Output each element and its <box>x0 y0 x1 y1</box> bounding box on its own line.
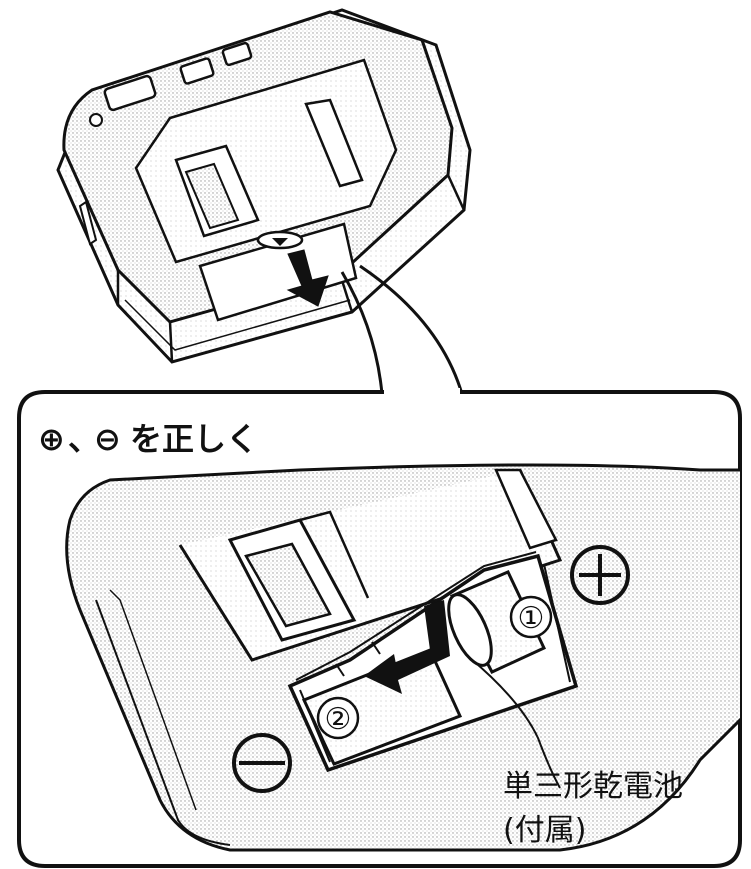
battery-slot-1-label: ① <box>518 601 545 636</box>
battery-included-note: (付属) <box>503 813 586 848</box>
heading-plus-symbol: ⊕ <box>38 420 65 458</box>
heading-text: を正しく <box>130 420 258 458</box>
minus-polarity-symbol <box>232 733 292 793</box>
battery-type-label: 単三形乾電池 <box>503 769 683 804</box>
player-overview-illustration <box>56 8 472 364</box>
zoom-line-left <box>340 271 384 395</box>
battery-slot-2-label: ② <box>325 702 352 737</box>
battery-slot-2-marker: ② <box>316 696 360 740</box>
zoom-line-right <box>359 264 464 395</box>
polarity-heading: ⊕ 、 ⊖ を正しく <box>38 420 258 458</box>
battery-slot-1-marker: ① <box>509 595 553 639</box>
heading-separator: 、 <box>68 420 100 458</box>
heading-minus-symbol: ⊖ <box>94 420 121 458</box>
plus-polarity-symbol <box>570 545 630 605</box>
battery-leader-line <box>469 657 561 789</box>
